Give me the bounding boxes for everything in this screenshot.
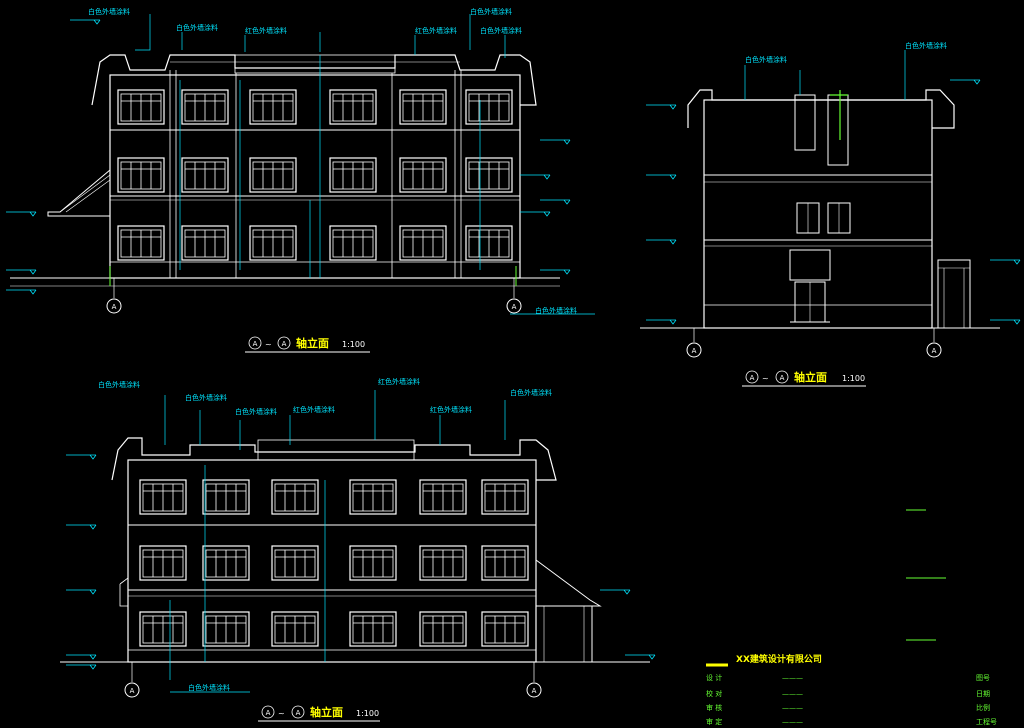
- svg-text:轴立面: 轴立面: [296, 336, 329, 350]
- rear-axis-marker-right: A: [526, 662, 542, 698]
- rear-note-6: 红色外墙涂料: [430, 405, 472, 414]
- svg-text:A: A: [932, 347, 937, 355]
- front-elevation: A A 白色外墙涂料 白色外墙涂料 红色外墙涂料 红色外墙涂料 白色外墙涂料 白…: [5, 7, 595, 353]
- svg-text:1:100: 1:100: [342, 340, 365, 349]
- side-axis-marker-left: A: [686, 328, 702, 358]
- svg-text:1:100: 1:100: [842, 374, 865, 383]
- svg-text:工程号: 工程号: [976, 717, 997, 726]
- front-elevation-title: A ~ A 轴立面 1:100: [245, 336, 370, 353]
- svg-text:A: A: [780, 374, 785, 382]
- front-bottom-note: 白色外墙涂料: [535, 306, 577, 315]
- rear-elevation-title: A ~ A 轴立面 1:100: [258, 705, 380, 722]
- rear-note-2: 白色外墙涂料: [185, 393, 227, 402]
- svg-text:轴立面: 轴立面: [794, 370, 827, 384]
- svg-text:~: ~: [762, 374, 769, 383]
- rear-elevation: A A 白色外墙涂料 白色外墙涂料 白色外墙涂料 红色外墙涂料 红色外墙涂料 红…: [60, 377, 656, 722]
- svg-text:1:100: 1:100: [356, 709, 379, 718]
- front-note-1: 白色外墙涂料: [88, 7, 130, 16]
- front-note-5: 白色外墙涂料: [470, 7, 512, 16]
- svg-text:———: ———: [782, 704, 803, 712]
- svg-text:比例: 比例: [976, 703, 990, 712]
- svg-text:~: ~: [278, 709, 285, 718]
- svg-text:A: A: [296, 709, 301, 717]
- svg-text:校 对: 校 对: [706, 689, 722, 698]
- svg-text:图号: 图号: [976, 674, 990, 682]
- side-elevation: A A 白色外墙涂料 白色外墙涂料 A ~ A 轴立面 1:100: [640, 41, 1021, 387]
- axis-marker-right: A: [506, 278, 522, 314]
- svg-text:A: A: [130, 687, 135, 695]
- rear-note-5: 红色外墙涂料: [378, 377, 420, 386]
- rear-axis-marker-left: A: [124, 662, 140, 698]
- front-note-4: 红色外墙涂料: [415, 26, 457, 35]
- svg-text:A: A: [253, 340, 258, 348]
- side-note-2: 白色外墙涂料: [905, 41, 947, 50]
- front-note-3: 红色外墙涂料: [245, 26, 287, 35]
- svg-text:A: A: [532, 687, 537, 695]
- svg-text:A: A: [112, 303, 117, 311]
- svg-text:日期: 日期: [976, 690, 990, 698]
- company-name: XX建筑设计有限公司: [736, 653, 822, 665]
- svg-text:A: A: [692, 347, 697, 355]
- svg-text:A: A: [266, 709, 271, 717]
- svg-text:———: ———: [782, 690, 803, 698]
- svg-text:———: ———: [782, 718, 803, 726]
- rear-note-4: 红色外墙涂料: [293, 405, 335, 414]
- side-axis-marker-right: A: [926, 328, 942, 358]
- rear-note-7: 白色外墙涂料: [510, 388, 552, 397]
- svg-text:A: A: [512, 303, 517, 311]
- axis-marker-left: A: [106, 278, 122, 314]
- title-block: XX建筑设计有限公司 设 计 校 对 审 核 审 定 ——— ——— ——— —…: [706, 509, 997, 726]
- svg-text:审 核: 审 核: [706, 703, 722, 712]
- front-note-6: 白色外墙涂料: [480, 26, 522, 35]
- svg-text:轴立面: 轴立面: [310, 705, 343, 719]
- rear-note-1: 白色外墙涂料: [98, 380, 140, 389]
- rear-bottom-note: 白色外墙涂料: [188, 683, 230, 692]
- rear-note-3: 白色外墙涂料: [235, 407, 277, 416]
- side-note-1: 白色外墙涂料: [745, 55, 787, 64]
- svg-text:A: A: [282, 340, 287, 348]
- front-note-2: 白色外墙涂料: [176, 23, 218, 32]
- svg-text:———: ———: [782, 674, 803, 682]
- side-elevation-title: A ~ A 轴立面 1:100: [742, 370, 866, 387]
- svg-text:设 计: 设 计: [706, 673, 722, 682]
- svg-text:A: A: [750, 374, 755, 382]
- svg-text:审 定: 审 定: [706, 717, 722, 726]
- svg-text:~: ~: [265, 340, 272, 349]
